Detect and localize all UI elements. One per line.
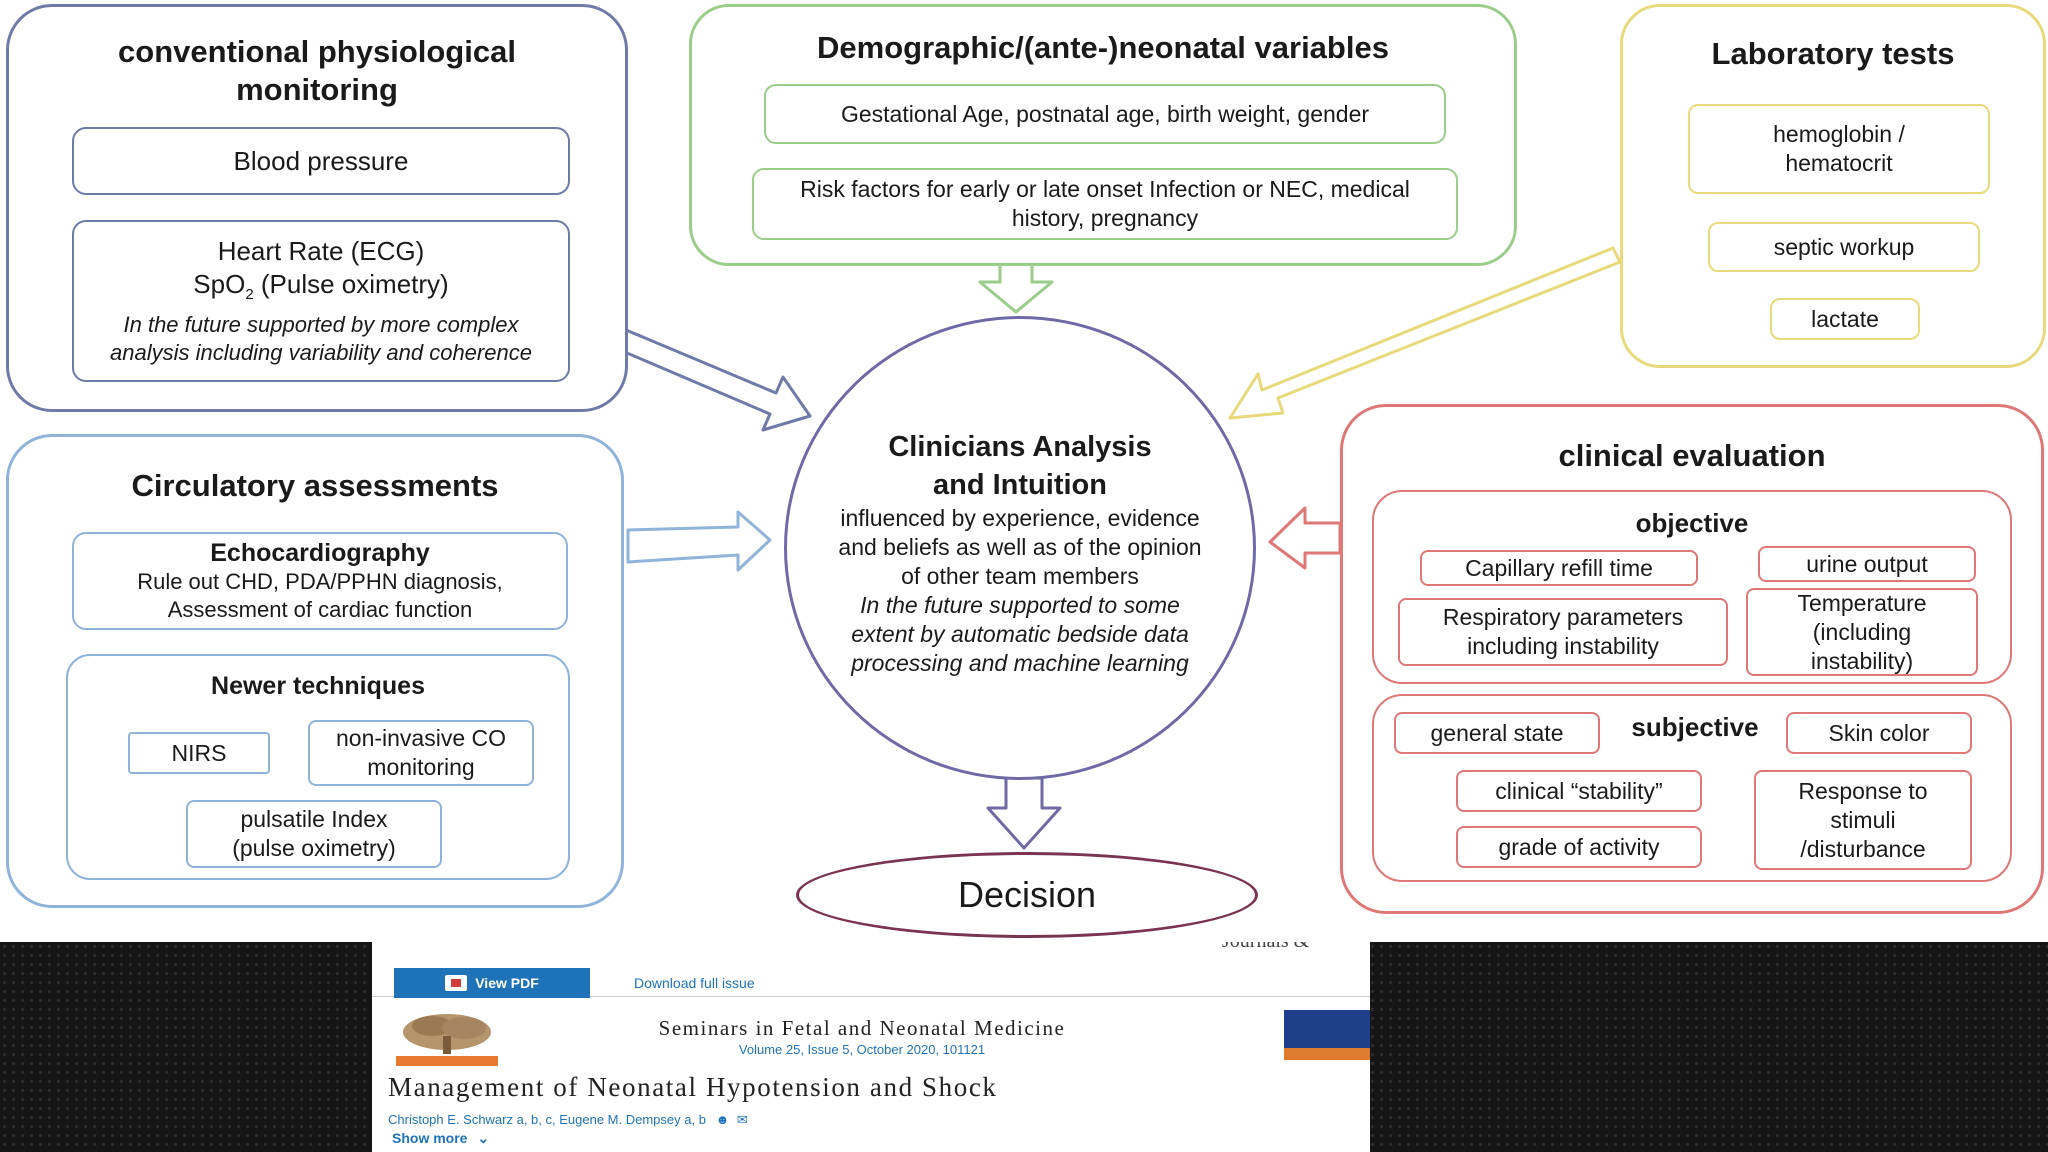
response-stimuli-label: Response to stimuli /disturbance bbox=[1798, 777, 1928, 862]
person-icon[interactable]: ☻ bbox=[715, 1112, 730, 1127]
physiological-future-note: In the future supported by more complex … bbox=[110, 312, 532, 366]
lab-lactate-box: lactate bbox=[1770, 298, 1920, 340]
decision-ellipse: Decision bbox=[796, 852, 1258, 938]
lab-lactate-label: lactate bbox=[1811, 305, 1879, 332]
heart-rate-spo2-box: Heart Rate (ECG) SpO2 (Pulse oximetry) I… bbox=[72, 220, 570, 382]
urine-output-box: urine output bbox=[1758, 546, 1976, 582]
urine-output-label: urine output bbox=[1806, 550, 1928, 577]
pdf-icon bbox=[445, 975, 468, 991]
newer-techniques-title: Newer techniques bbox=[211, 672, 425, 700]
heart-rate-label: Heart Rate (ECG) bbox=[217, 235, 425, 266]
elsevier-logo-icon bbox=[388, 1012, 506, 1068]
demographic-basic-box: Gestational Age, postnatal age, birth we… bbox=[764, 84, 1446, 144]
circulatory-title: Circulatory assessments bbox=[131, 468, 499, 503]
journal-cover-image bbox=[1284, 1010, 1370, 1060]
arrow-demographic-to-center bbox=[978, 260, 1054, 314]
echocardiography-title: Echocardiography bbox=[210, 539, 430, 567]
email-icon[interactable]: ✉ bbox=[736, 1112, 748, 1127]
article-cut-text: Journals & bbox=[1222, 942, 1309, 953]
clinical-stability-box: clinical “stability” bbox=[1456, 770, 1702, 812]
clinicians-analysis-body: influenced by experience, evidence and b… bbox=[838, 505, 1202, 589]
arrow-circulatory-to-center bbox=[626, 510, 772, 572]
article-title: Management of Neonatal Hypotension and S… bbox=[388, 1072, 998, 1102]
lab-hemoglobin-box: hemoglobin / hematocrit bbox=[1688, 104, 1990, 194]
skin-color-label: Skin color bbox=[1828, 719, 1930, 746]
co-monitoring-box: non-invasive CO monitoring bbox=[308, 720, 534, 786]
pulsatile-index-box: pulsatile Index (pulse oximetry) bbox=[186, 800, 442, 868]
show-more-link[interactable]: Show more ⌄ bbox=[392, 1130, 489, 1147]
demographic-basic-label: Gestational Age, postnatal age, birth we… bbox=[840, 100, 1370, 127]
arrow-clinical-to-center bbox=[1268, 506, 1342, 570]
objective-title: objective bbox=[1635, 508, 1749, 538]
clinicians-analysis-future: In the future supported to some extent b… bbox=[851, 592, 1189, 676]
nirs-label: NIRS bbox=[171, 739, 227, 766]
demographic-risk-label: Risk factors for early or late onset Inf… bbox=[800, 176, 1410, 231]
physiological-monitoring-title: conventional physiological monitoring bbox=[118, 34, 516, 107]
download-full-issue-link[interactable]: Download full issue bbox=[634, 975, 755, 991]
spo2-label: SpO2 (Pulse oximetry) bbox=[193, 268, 449, 304]
subjective-title: subjective bbox=[1631, 712, 1759, 742]
blood-pressure-label: Blood pressure bbox=[233, 145, 409, 176]
echocardiography-box: Echocardiography Rule out CHD, PDA/PPHN … bbox=[72, 532, 568, 630]
respiratory-box: Respiratory parameters including instabi… bbox=[1398, 598, 1728, 666]
grade-activity-label: grade of activity bbox=[1498, 833, 1660, 860]
article-authors: Christoph E. Schwarz a, b, c, Eugene M. … bbox=[388, 1112, 748, 1128]
general-state-label: general state bbox=[1430, 719, 1564, 746]
temperature-box: Temperature (including instability) bbox=[1746, 588, 1978, 676]
article-authors-text[interactable]: Christoph E. Schwarz a, b, c, Eugene M. … bbox=[388, 1112, 706, 1127]
decision-label: Decision bbox=[957, 874, 1097, 915]
respiratory-label: Respiratory parameters including instabi… bbox=[1442, 604, 1684, 659]
skin-color-box: Skin color bbox=[1786, 712, 1972, 754]
demographic-title: Demographic/(ante-)neonatal variables bbox=[817, 30, 1389, 65]
clinical-evaluation-title: clinical evaluation bbox=[1558, 438, 1826, 473]
co-monitoring-label: non-invasive CO monitoring bbox=[335, 725, 507, 780]
capillary-refill-box: Capillary refill time bbox=[1420, 550, 1698, 586]
temperature-label: Temperature (including instability) bbox=[1797, 589, 1927, 674]
lab-hemoglobin-label: hemoglobin / hematocrit bbox=[1773, 121, 1905, 176]
demographic-risk-box: Risk factors for early or late onset Inf… bbox=[752, 168, 1458, 240]
lab-septic-label: septic workup bbox=[1773, 233, 1915, 260]
clinicians-analysis-title: Clinicians Analysis and Intuition bbox=[888, 431, 1152, 501]
laboratory-title: Laboratory tests bbox=[1711, 36, 1955, 71]
response-stimuli-box: Response to stimuli /disturbance bbox=[1754, 770, 1972, 870]
arrow-center-to-decision bbox=[986, 776, 1062, 850]
view-pdf-label: View PDF bbox=[475, 975, 539, 991]
show-more-label: Show more bbox=[392, 1130, 468, 1146]
arrow-physiological-to-center bbox=[618, 328, 812, 432]
echocardiography-body: Rule out CHD, PDA/PPHN diagnosis, Assess… bbox=[137, 569, 503, 622]
capillary-refill-label: Capillary refill time bbox=[1465, 554, 1653, 581]
grade-activity-box: grade of activity bbox=[1456, 826, 1702, 868]
clinicians-analysis-circle: Clinicians Analysis and Intuition influe… bbox=[784, 316, 1256, 780]
nirs-box: NIRS bbox=[128, 732, 270, 774]
clinical-stability-label: clinical “stability” bbox=[1495, 777, 1663, 804]
arrow-lab-to-center bbox=[1228, 246, 1622, 420]
blood-pressure-box: Blood pressure bbox=[72, 127, 570, 195]
article-toolbar bbox=[372, 966, 1370, 997]
chevron-down-icon: ⌄ bbox=[477, 1130, 490, 1146]
article-screenshot: Journals & View PDF Download full issue … bbox=[372, 942, 1370, 1152]
journal-volume[interactable]: Volume 25, Issue 5, October 2020, 101121 bbox=[738, 1042, 986, 1057]
flow-arrows bbox=[618, 246, 1622, 850]
lab-septic-box: septic workup bbox=[1708, 222, 1980, 272]
pulsatile-index-label: pulsatile Index (pulse oximetry) bbox=[232, 806, 396, 861]
journal-name[interactable]: Seminars in Fetal and Neonatal Medicine bbox=[658, 1016, 1066, 1040]
view-pdf-button[interactable]: View PDF bbox=[394, 968, 590, 998]
general-state-box: general state bbox=[1394, 712, 1600, 754]
